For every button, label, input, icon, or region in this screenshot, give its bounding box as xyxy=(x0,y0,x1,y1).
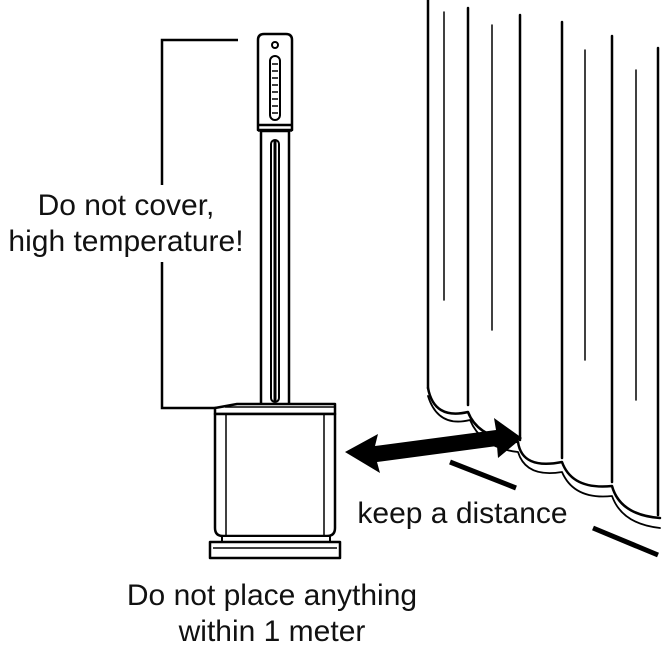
cover-bracket xyxy=(160,38,238,410)
curtain-illustration xyxy=(426,0,662,529)
cover-warning-line2: high temperature! xyxy=(8,225,244,258)
distance-warning-label: keep a distance xyxy=(345,496,580,532)
placement-warning-line1: Do not place anything xyxy=(126,579,418,612)
placement-warning-line2: within 1 meter xyxy=(178,615,366,648)
cover-warning-line1: Do not cover, xyxy=(37,189,215,222)
distance-warning-text: keep a distance xyxy=(357,497,568,530)
tower-heater-illustration xyxy=(208,32,342,560)
floor-marks xyxy=(449,459,659,558)
placement-warning-label: Do not place anything within 1 meter xyxy=(100,578,444,650)
cover-warning-label: Do not cover, high temperature! xyxy=(0,188,252,260)
double-headed-arrow xyxy=(345,418,522,473)
